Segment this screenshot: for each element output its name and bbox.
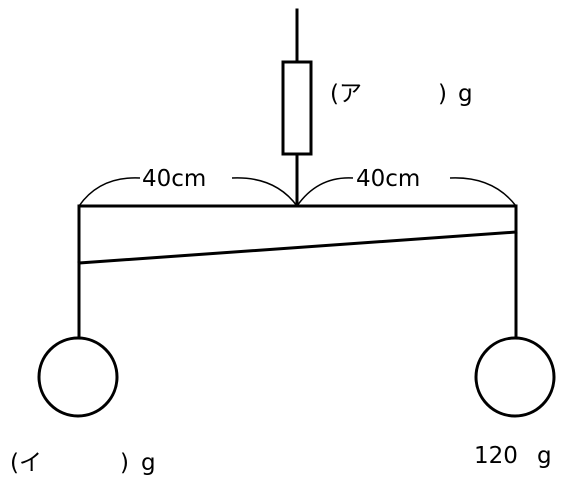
- right-weight-unit: g: [537, 443, 552, 469]
- beam-bottom-edge: [77, 230, 518, 265]
- spring-reading-close: ): [438, 81, 447, 107]
- left-distance-arc-right: [231, 177, 298, 207]
- left-weight-open: (イ: [10, 450, 42, 476]
- right-distance-arc: [296, 177, 354, 207]
- left-distance-label: 40cm: [142, 166, 206, 192]
- left-weight: [37, 336, 119, 418]
- right-distance-arc-right: [449, 177, 517, 207]
- left-weight-close: ): [120, 450, 129, 476]
- spring-reading-unit: g: [458, 81, 473, 107]
- spring-reading-open: (ア: [330, 81, 362, 107]
- right-weight: [474, 336, 556, 418]
- left-weight-unit: g: [141, 450, 156, 476]
- spring-scale: [281, 60, 313, 156]
- right-weight-value: 120: [474, 443, 518, 469]
- right-distance-label: 40cm: [356, 166, 420, 192]
- left-distance-arc: [78, 177, 141, 207]
